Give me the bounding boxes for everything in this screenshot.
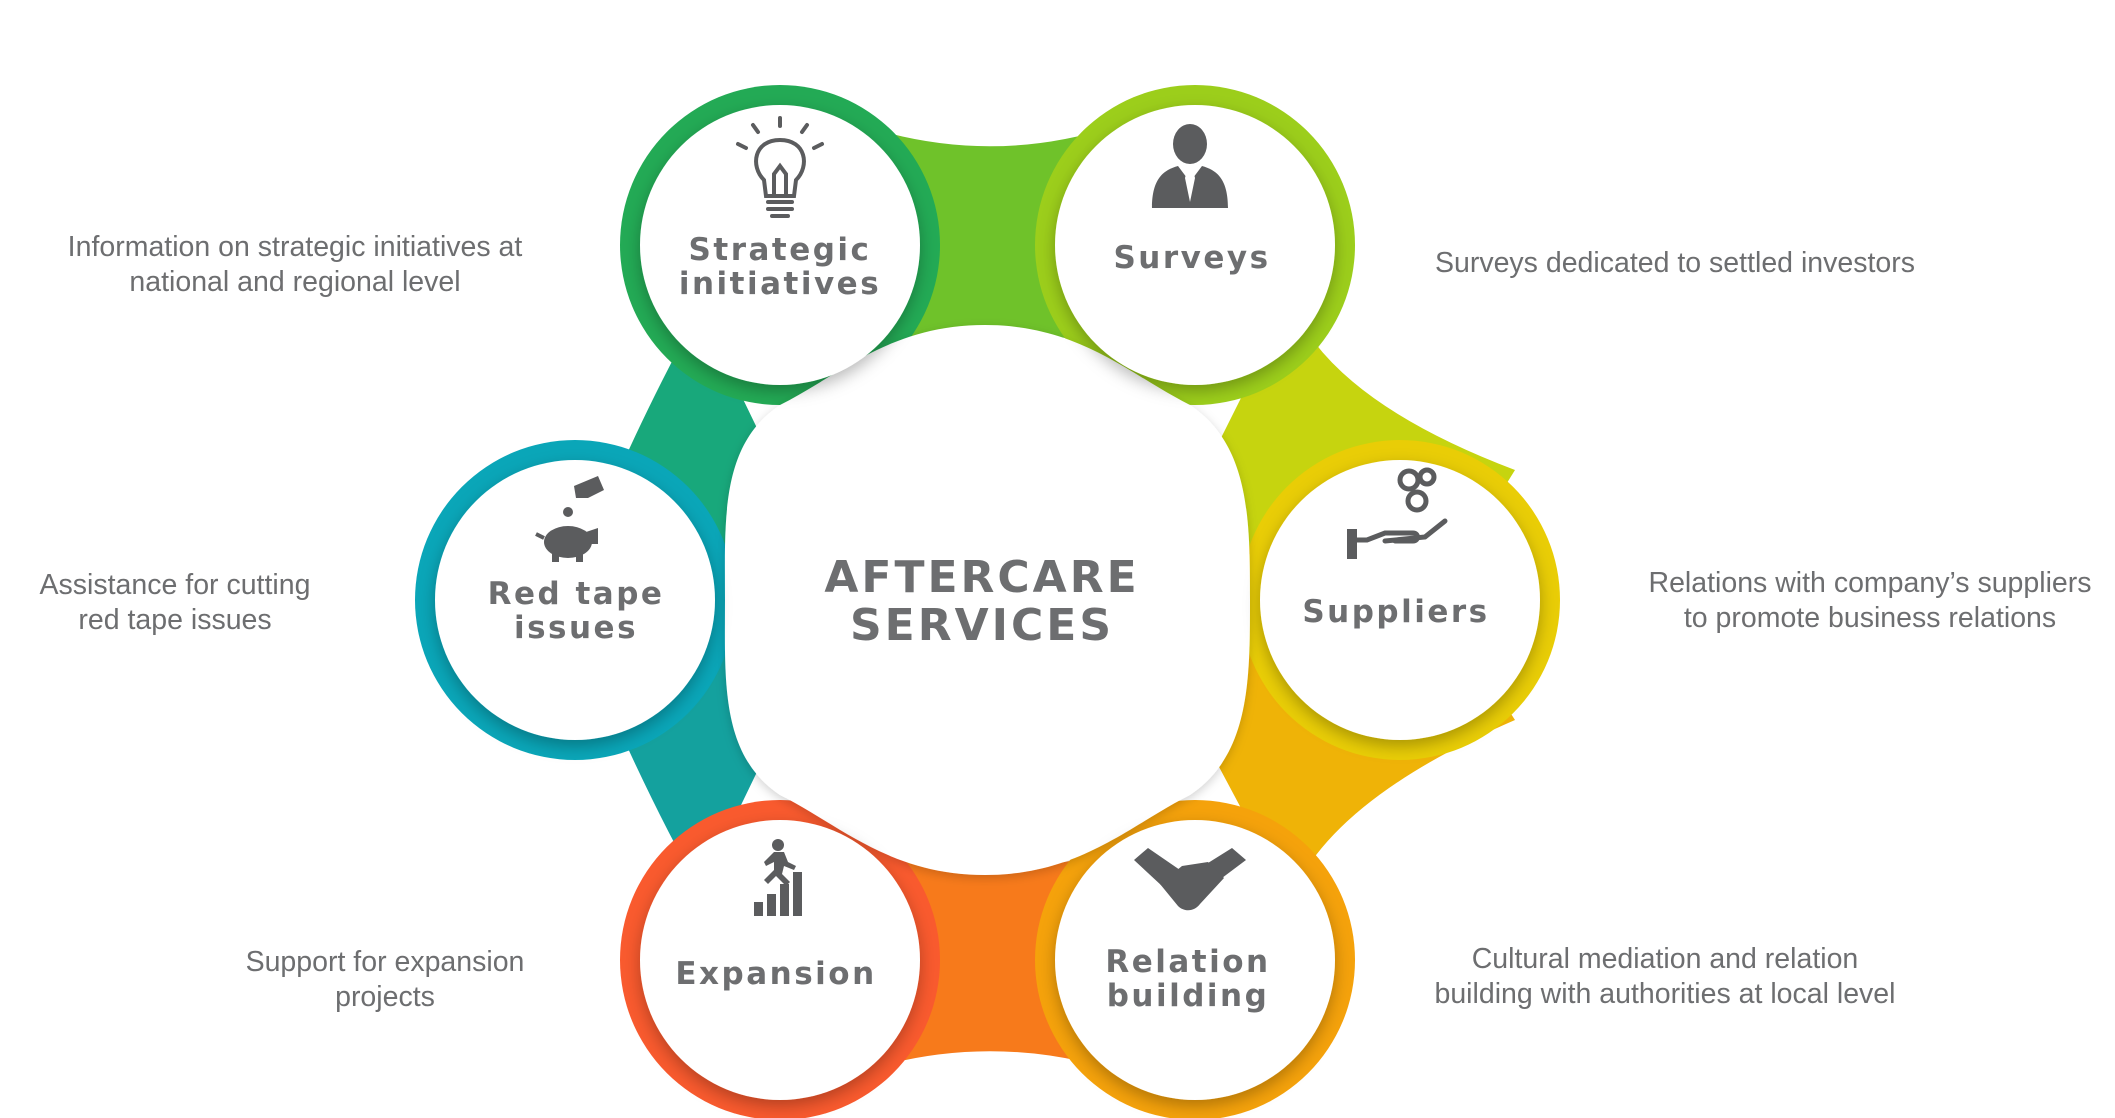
disc-relation [1055, 820, 1335, 1100]
label-expansion: Expansion [675, 956, 876, 992]
disc-redtape [435, 460, 715, 740]
description-expansion-line2: projects [335, 981, 435, 1013]
lightbulb-icon [736, 116, 824, 218]
disc-surveys [1055, 105, 1335, 385]
description-strategic-line2: national and regional level [129, 266, 461, 298]
center-title-line2: SERVICES [850, 600, 1114, 651]
description-suppliers-line2: to promote business relations [1683, 602, 2057, 634]
description-redtape-line2: red tape issues [78, 604, 272, 636]
description-surveys: Surveys dedicated to settled investors [1425, 246, 1925, 281]
description-expansion-line1: Support for expansion [245, 946, 525, 978]
label-suppliers: Suppliers [1302, 594, 1489, 630]
description-relation: Cultural mediation and relation building… [1425, 942, 1905, 1012]
businessman-icon [1152, 124, 1228, 208]
description-redtape-line1: Assistance for cutting [39, 569, 311, 601]
node-labels: Strategic initiatives Surveys Suppliers … [488, 232, 1489, 1014]
handshake-icon [1134, 848, 1246, 911]
disc-suppliers [1260, 460, 1540, 740]
gears-hand-icon [1347, 467, 1448, 559]
node-discs [435, 105, 1540, 1100]
description-strategic: Information on strategic initiatives at … [60, 230, 530, 300]
label-strategic-line1: Strategic [689, 232, 872, 268]
description-suppliers: Relations with company’s suppliers to pr… [1640, 566, 2100, 636]
description-relation-line2: building with authorities at local level [1434, 978, 1896, 1010]
description-redtape: Assistance for cutting red tape issues [20, 568, 330, 638]
label-relation-line1: Relation [1105, 944, 1270, 980]
description-expansion: Support for expansion projects [230, 945, 540, 1015]
label-redtape-line2: issues [514, 610, 638, 646]
description-strategic-line1: Information on strategic initiatives at [67, 231, 523, 263]
label-relation-line2: building [1107, 978, 1270, 1014]
label-redtape-line1: Red tape [488, 576, 665, 612]
piggy-bank-icon [535, 476, 604, 562]
center-title-line1: AFTERCARE [824, 552, 1139, 603]
description-surveys-line1: Surveys dedicated to settled investors [1434, 247, 1915, 279]
growth-stairs-icon [754, 839, 802, 916]
description-suppliers-line1: Relations with company’s suppliers [1648, 567, 2092, 599]
label-strategic-line2: initiatives [679, 266, 881, 302]
label-surveys: Surveys [1113, 240, 1270, 276]
center-shape [724, 325, 1250, 875]
disc-strategic [640, 105, 920, 385]
description-relation-line1: Cultural mediation and relation [1471, 943, 1859, 975]
disc-expansion [640, 820, 920, 1100]
